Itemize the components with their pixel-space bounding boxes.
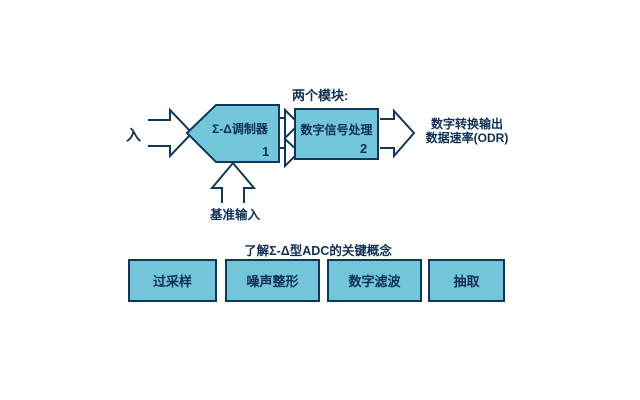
bus-arrow-bottom-head — [284, 136, 301, 169]
modulator-block-shape — [185, 104, 280, 163]
dsp-number-badge: 2 — [360, 141, 368, 156]
bus-arrow-top-head — [284, 107, 301, 141]
analog-input-label: 入 — [126, 127, 142, 144]
output-arrow — [380, 108, 416, 159]
dsp-block-shape — [294, 108, 379, 160]
concept-box-label: 噪声整形 — [246, 274, 299, 289]
output-label-line1: 数字转换输出 — [430, 117, 503, 131]
output-label-line2: 数据速率(ODR) — [425, 131, 509, 145]
analog-input-arrow — [148, 107, 194, 159]
output-data-rate-label: 数字转换输出 数据速率(ODR) — [417, 117, 517, 145]
concept-box-noise-shaping: 噪声整形 — [225, 259, 320, 302]
key-concepts-title: 了解Σ-Δ型ADC的关键概念 — [244, 244, 392, 258]
reference-input-label: 基准输入 — [209, 208, 260, 222]
concept-box-label: 数字滤波 — [348, 274, 401, 289]
two-modules-caption: 两个模块: — [292, 88, 349, 103]
concept-box-oversampling: 过采样 — [128, 259, 217, 302]
concept-box-label: 抽取 — [453, 274, 480, 289]
concept-box-label: 过采样 — [152, 274, 192, 289]
concept-box-decimation: 抽取 — [428, 259, 505, 302]
reference-input-arrow — [209, 161, 257, 203]
modulator-label: Σ-Δ调制器 — [212, 122, 268, 136]
modulator-number-badge: 1 — [262, 144, 270, 159]
dsp-label: 数字信号处理 — [300, 123, 373, 137]
concept-box-digital-filtering: 数字滤波 — [327, 259, 422, 302]
